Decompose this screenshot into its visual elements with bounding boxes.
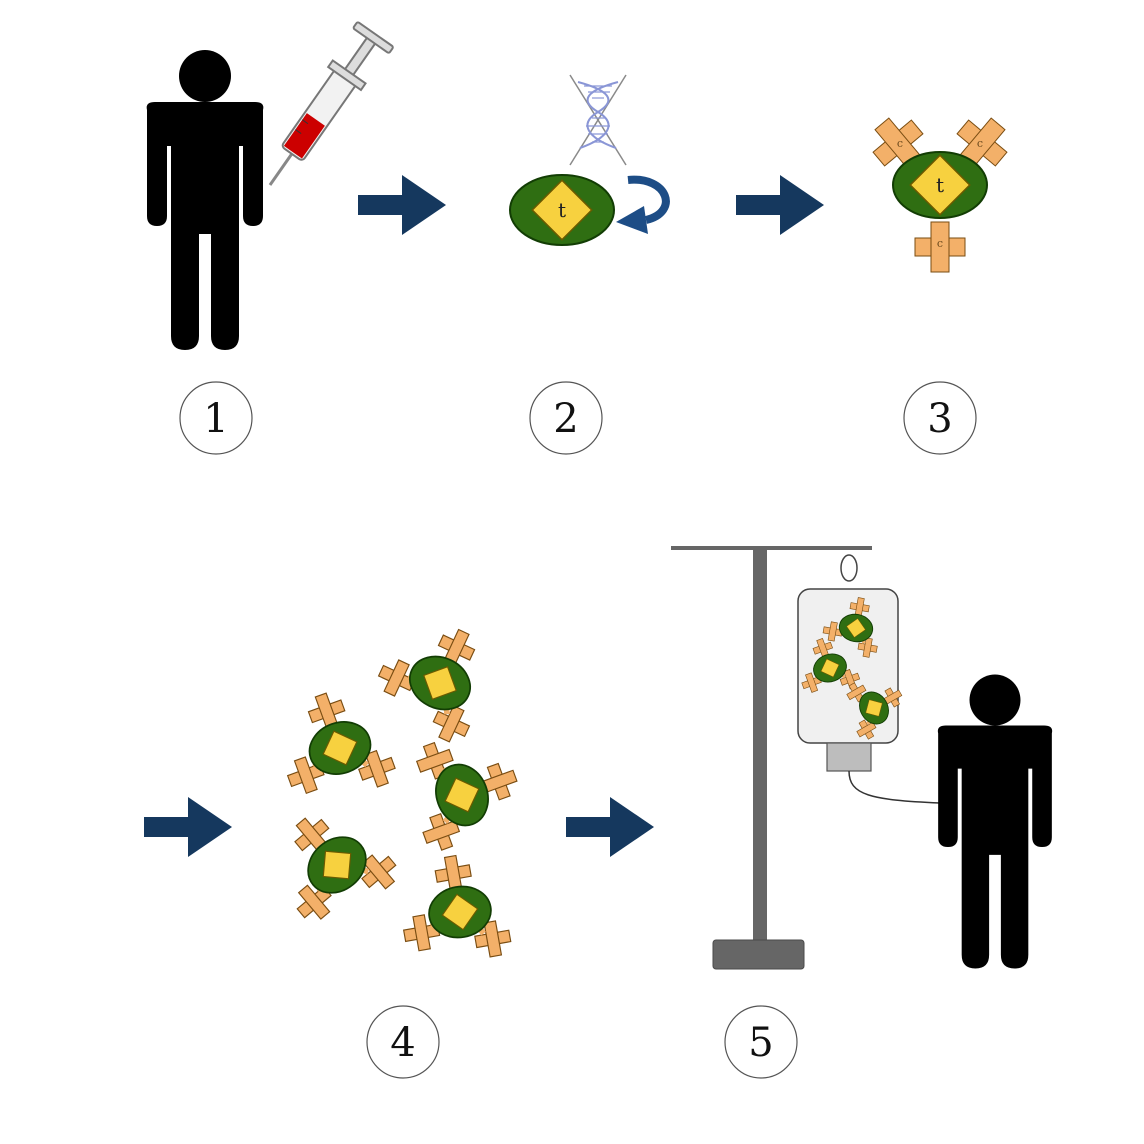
iv-pole (671, 546, 872, 970)
t-cell-icon: t (509, 174, 615, 246)
iv-tube (848, 770, 941, 804)
receptor-letter: c (937, 237, 943, 250)
svg-text:4: 4 (390, 1020, 415, 1066)
step-marker-3: 3 (903, 381, 977, 455)
expanded-car-t-cells (256, 607, 530, 971)
syringe-icon (268, 21, 394, 186)
arrow-step4-to-step5 (566, 797, 654, 857)
car-t-cell-icon: c c c t (872, 117, 1008, 273)
arrow-step2-to-step3 (736, 175, 824, 235)
iv-bag (790, 554, 913, 772)
receptor-letter: c (977, 137, 983, 150)
car-t-cell (366, 607, 505, 747)
car-t-cell (392, 849, 512, 971)
svg-text:2: 2 (553, 396, 578, 442)
svg-text:5: 5 (748, 1020, 773, 1066)
car-t-cell (395, 721, 530, 854)
step-marker-5: 5 (724, 1005, 798, 1079)
recipient-patient-figure (937, 674, 1053, 969)
receptor-letter: c (897, 137, 903, 150)
circular-arrow-icon (616, 175, 670, 234)
car-t-cell (256, 793, 403, 941)
patient-figure (146, 50, 264, 350)
dna-helix-icon (569, 74, 627, 166)
svg-text:3: 3 (927, 396, 952, 442)
car-t-cell-letter: t (936, 173, 944, 197)
arrow-step3-to-step4 (144, 797, 232, 857)
step-marker-2: 2 (529, 381, 603, 455)
svg-text:1: 1 (203, 396, 228, 442)
step-marker-4: 4 (366, 1005, 440, 1079)
step-marker-1: 1 (179, 381, 253, 455)
car-t-cell (266, 680, 399, 815)
arrow-step1-to-step2 (358, 175, 446, 235)
t-cell-letter: t (558, 198, 566, 222)
